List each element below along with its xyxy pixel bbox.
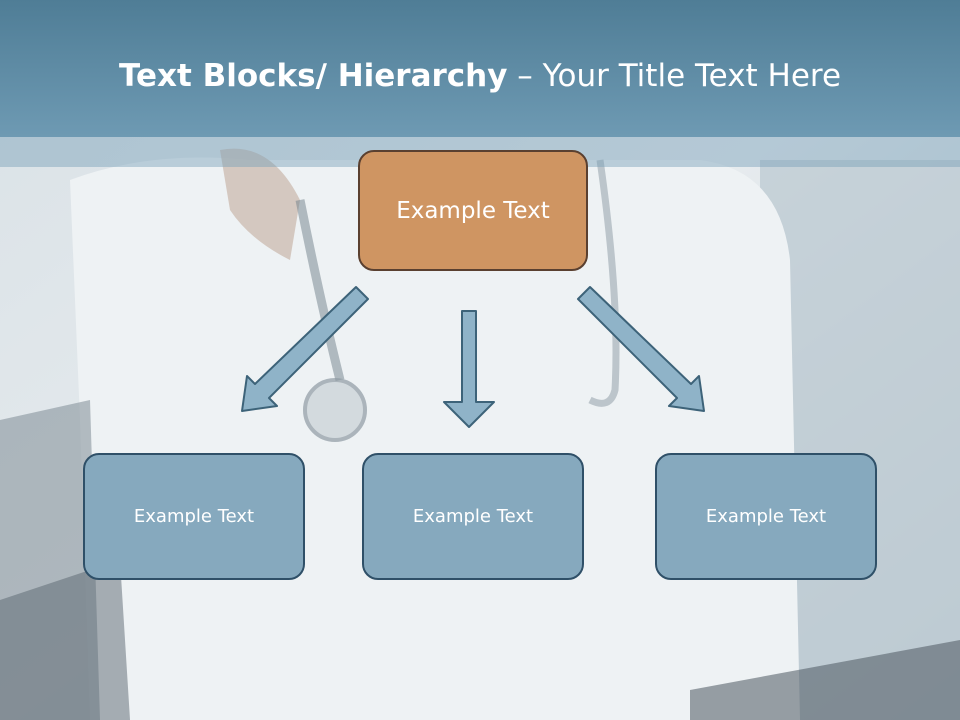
child-text-block-left[interactable]: Example Text bbox=[83, 453, 305, 580]
arrow-left bbox=[241, 286, 369, 412]
title-dash: – bbox=[507, 58, 543, 94]
slide-title: Text Blocks/ Hierarchy – Your Title Text… bbox=[0, 56, 960, 96]
title-rest-part: Your Title Text Here bbox=[542, 58, 842, 94]
arrow-center bbox=[443, 310, 495, 428]
child-text-block-right[interactable]: Example Text bbox=[655, 453, 877, 580]
title-bold-part: Text Blocks/ Hierarchy bbox=[118, 58, 508, 94]
top-text-block[interactable]: Example Text bbox=[358, 150, 588, 271]
title-bar bbox=[0, 0, 960, 137]
arrow-right bbox=[577, 286, 705, 412]
child-text-block-label: Example Text bbox=[705, 506, 827, 527]
top-text-block-label: Example Text bbox=[396, 197, 550, 224]
child-text-block-label: Example Text bbox=[412, 506, 534, 527]
child-text-block-center[interactable]: Example Text bbox=[362, 453, 584, 580]
child-text-block-label: Example Text bbox=[133, 506, 255, 527]
